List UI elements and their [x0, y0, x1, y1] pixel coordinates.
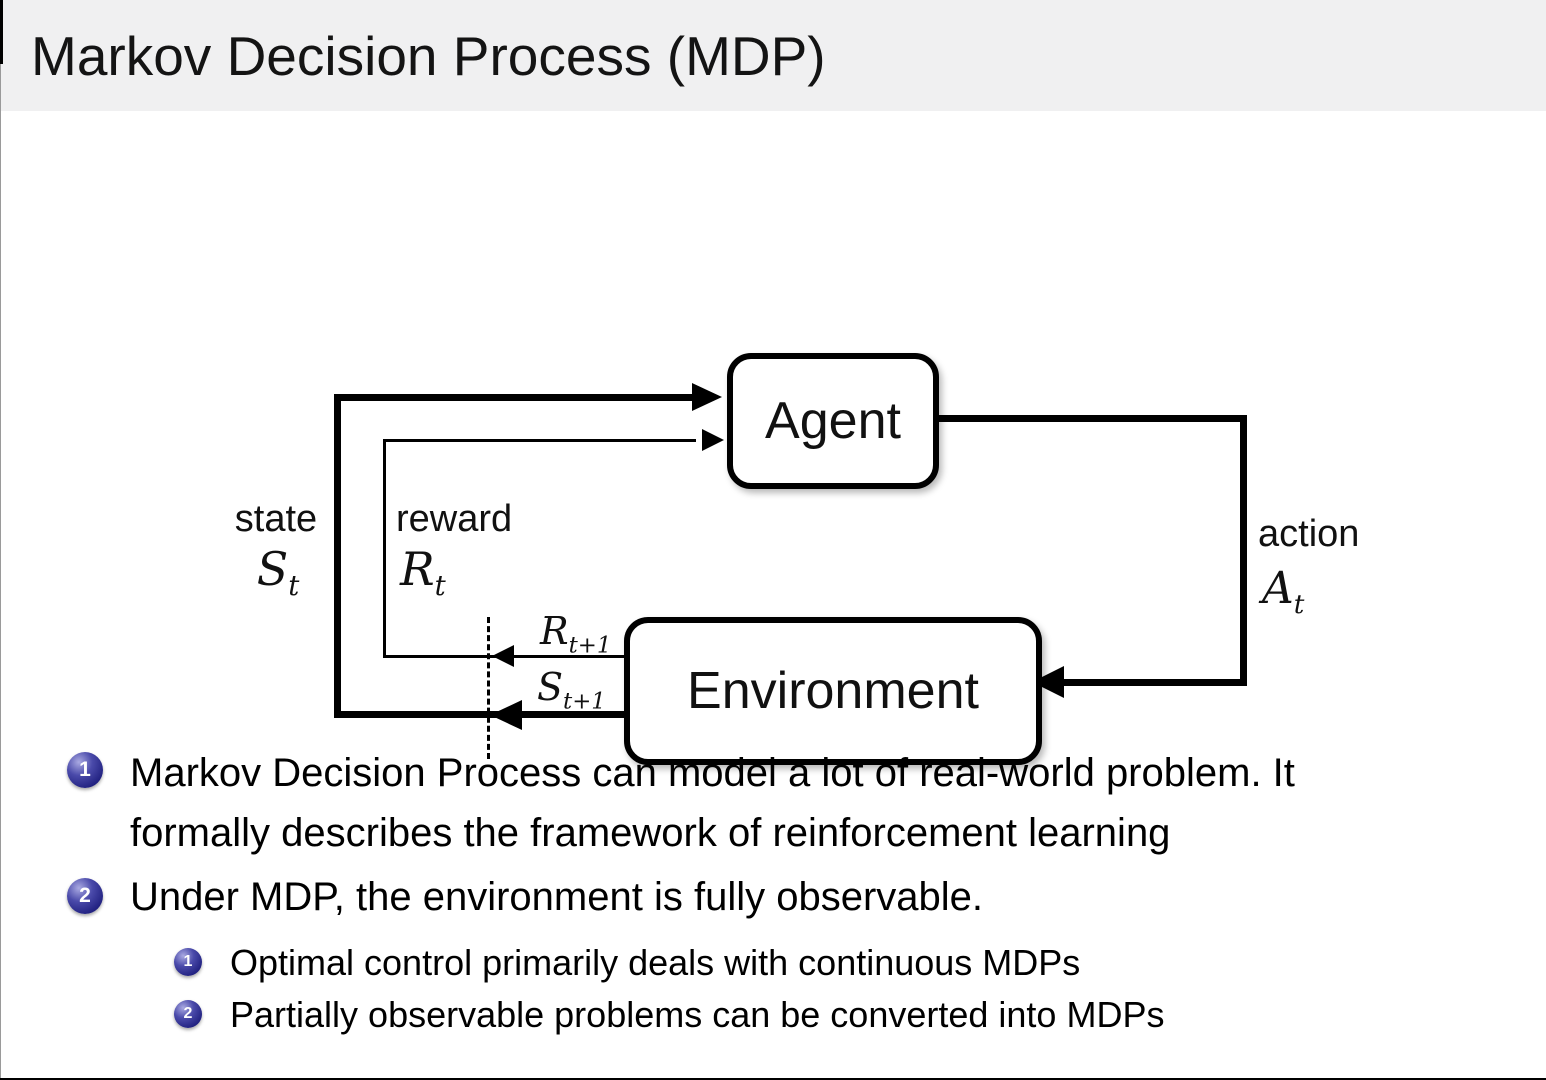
mdp-diagram: Agent Environment state St reward Rt Rt+… [0, 111, 1546, 765]
state-arrowhead-at-boundary [490, 700, 522, 730]
next-state-symbol: St+1 [537, 665, 606, 715]
window-left-edge [0, 0, 1, 1080]
state-word-label: state [234, 498, 318, 540]
action-line-vertical [1240, 415, 1247, 686]
state-line-bottom [334, 711, 628, 718]
reward-line-top [383, 439, 696, 442]
slide-header: Markov Decision Process (MDP) [0, 0, 1546, 111]
reward-word-label: reward [396, 498, 513, 540]
page-title: Markov Decision Process (MDP) [31, 24, 826, 87]
window-bottom-edge [0, 1078, 1546, 1080]
agent-box: Agent [727, 353, 939, 489]
sub-bullet-2-text: Partially observable problems can be con… [230, 994, 1165, 1035]
reward-line-vertical [383, 439, 386, 658]
agent-label: Agent [765, 392, 901, 450]
enum-sub-ball-2: 2 [174, 1000, 202, 1028]
environment-label: Environment [687, 662, 979, 720]
action-line-top [930, 415, 1247, 422]
sub-bullet-1-text: Optimal control primarily deals with con… [230, 942, 1081, 983]
next-reward-symbol: Rt+1 [540, 609, 612, 659]
reward-symbol: Rt [400, 542, 446, 603]
enum-sub-ball-1: 1 [174, 948, 202, 976]
time-boundary-dashed-line [487, 617, 490, 759]
environment-box: Environment [624, 617, 1042, 765]
reward-arrowhead-into-agent [702, 429, 724, 451]
state-arrowhead-into-agent [692, 383, 722, 411]
state-line-vertical [334, 394, 341, 718]
action-word-label: action [1258, 513, 1360, 555]
bullet-1-line-2: formally describes the framework of rein… [130, 811, 1171, 855]
bullet-1-line-1: Markov Decision Process can model a lot … [130, 751, 1295, 795]
enum-ball-1: 1 [67, 752, 103, 788]
enum-ball-2: 2 [67, 878, 103, 914]
state-symbol: St [256, 542, 300, 603]
action-line-bottom [1060, 679, 1247, 686]
bullet-2-text: Under MDP, the environment is fully obse… [130, 875, 984, 919]
action-symbol: At [1262, 563, 1305, 620]
reward-arrowhead-at-boundary [492, 645, 514, 667]
window-left-edge-top [0, 0, 3, 64]
state-line-top [334, 394, 694, 401]
